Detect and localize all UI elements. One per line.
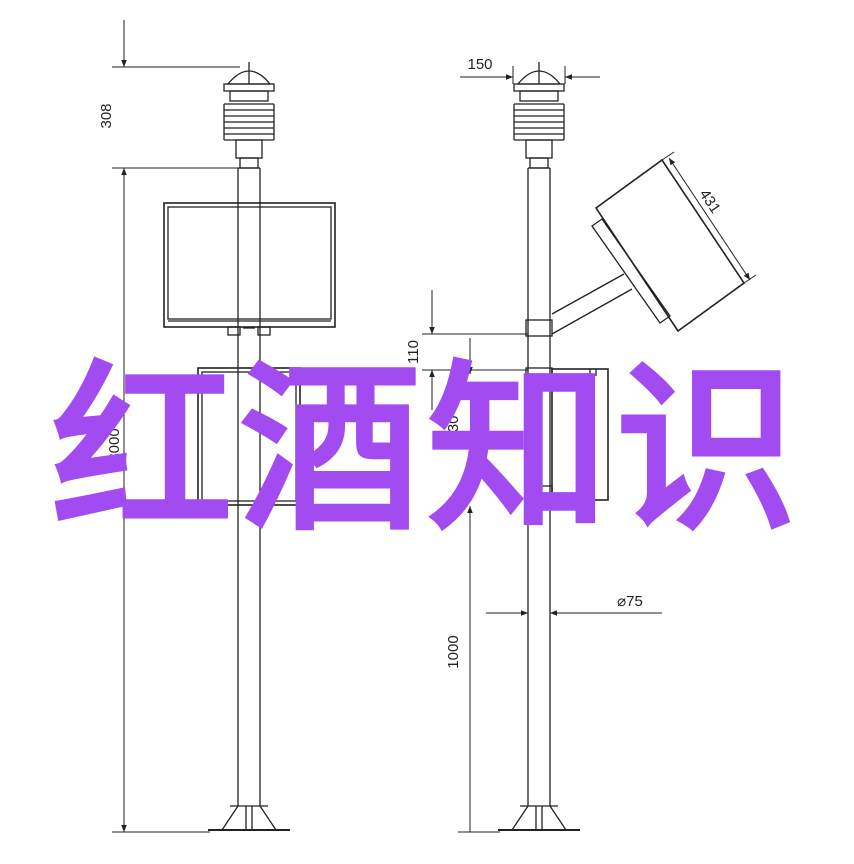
base-side bbox=[498, 805, 580, 831]
weather-sensor-front bbox=[223, 62, 275, 169]
dim-308-label: 308 bbox=[98, 103, 115, 128]
base-front bbox=[208, 805, 290, 831]
control-box-front bbox=[197, 367, 301, 506]
dim-150-label: 150 bbox=[467, 56, 492, 73]
side-view bbox=[498, 62, 746, 831]
dim-1000-label: 1000 bbox=[445, 635, 462, 668]
solar-panel-front bbox=[163, 202, 336, 336]
dim-431-label: 431 bbox=[696, 186, 724, 216]
dim-110-label: 110 bbox=[405, 340, 422, 364]
dim-330-label: 330 bbox=[445, 415, 462, 440]
control-box-side bbox=[551, 368, 609, 501]
front-view bbox=[163, 62, 336, 831]
dim-3000-label: 3000 bbox=[106, 428, 123, 461]
solar-panel-arm bbox=[551, 273, 633, 335]
dim-phi75-label: ⌀75 bbox=[617, 593, 643, 610]
solar-panel-side bbox=[591, 158, 746, 333]
weather-sensor-side bbox=[513, 62, 565, 169]
